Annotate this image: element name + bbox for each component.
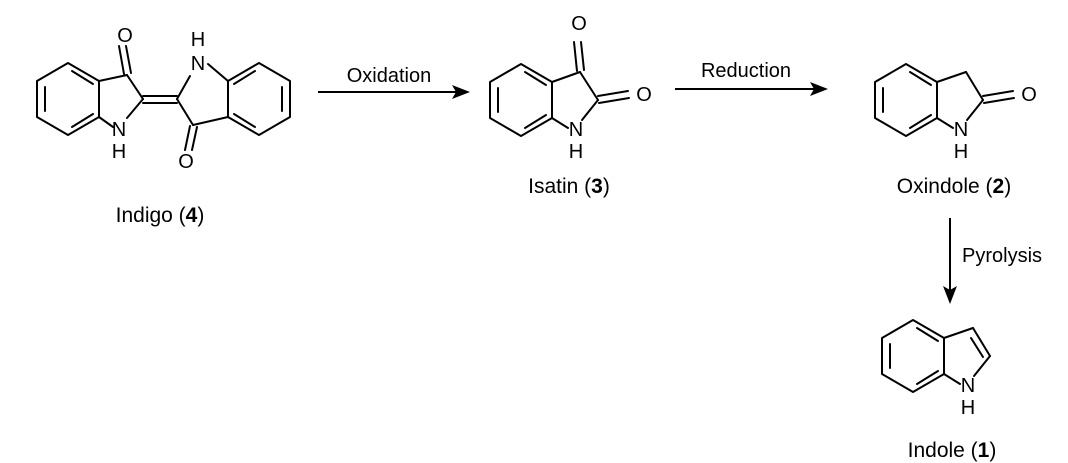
oxindole-c3a-c3-bond — [936, 71, 967, 83]
indigo-left-carbonyl-bond — [118, 45, 125, 75]
isatin-c3-carbonyl-2 — [580, 41, 585, 71]
isatin-c2-carbonyl-1 — [597, 90, 629, 97]
indigo-left-benzene — [36, 62, 100, 136]
isatin-c3-carbonyl-1 — [573, 41, 578, 72]
indole-benzene-double-3 — [916, 370, 939, 385]
oxindole-benzene-double-1 — [909, 71, 932, 86]
oxindole-carbonyl-2 — [983, 97, 1015, 104]
indole-c3-c2-double — [970, 337, 984, 358]
oxindole-carbonyl-1 — [982, 90, 1014, 97]
indigo-left-benzene-double-1 — [71, 70, 94, 85]
isatin-nitrogen: N — [569, 119, 583, 141]
indole-nitrogen: N — [961, 375, 975, 397]
indigo-right-n-c7a-bond — [207, 63, 229, 82]
indigo-right-carbonyl-bond-2 — [191, 126, 198, 151]
isatin-benzene-double-1 — [524, 71, 547, 86]
isatin-c3a-c3-bond — [551, 71, 581, 83]
indole-n-c7a-bond — [943, 373, 961, 385]
indigo-right-nitrogen: N — [191, 53, 205, 75]
indigo-right-benzene-double-1 — [233, 70, 256, 85]
indigo-right-carbonyl-bond — [184, 125, 191, 151]
indigo-left-c3-bond — [98, 74, 128, 82]
oxidation-label: Oxidation — [347, 65, 432, 87]
indigo-left-n-c7a-bond — [98, 116, 114, 128]
indole-c3-c2-bond — [972, 327, 991, 357]
indigo-right-c2-c3-bond — [176, 98, 194, 126]
indigo-left-c2-n-bond — [126, 98, 144, 119]
oxindole-hydrogen: H — [954, 141, 968, 163]
isatin-structure: O O N H — [489, 13, 652, 163]
indole-benzene — [881, 319, 945, 393]
oxidation-arrowhead — [452, 85, 470, 99]
indigo-left-oxygen: O — [117, 25, 133, 47]
indigo-left-benzene-double-3 — [71, 113, 94, 128]
isatin-n-c7a-bond — [551, 117, 569, 129]
indole-c2-n-bond — [973, 355, 991, 377]
indigo-right-c3-c3a-bond — [192, 116, 229, 126]
indole-number: 1 — [978, 439, 990, 462]
indigo-left-hydrogen: H — [112, 141, 126, 163]
isatin-c3-oxygen: O — [571, 13, 587, 35]
indigo-number: 4 — [186, 204, 198, 227]
indole-label: Indole (1) — [908, 439, 997, 462]
reduction-arrowhead — [810, 82, 828, 96]
oxindole-label: Oxindole (2) — [897, 175, 1011, 198]
oxindole-nitrogen: N — [954, 119, 968, 141]
indigo-left-carbonyl-bond-2 — [125, 45, 132, 74]
isatin-number: 3 — [591, 175, 603, 198]
indigo-left-c3-c2-bond — [126, 74, 144, 100]
indigo-label: Indigo (4) — [116, 204, 205, 227]
oxindole-oxygen: O — [1021, 84, 1037, 106]
indole-c3a-c3-bond — [943, 327, 974, 339]
indigo-right-c2-n-bond — [176, 75, 191, 100]
isatin-label: Isatin (3) — [528, 175, 610, 198]
indigo-right-oxygen: O — [178, 151, 194, 173]
oxindole-c3-c2-bond — [965, 71, 984, 101]
indigo-right-benzene — [227, 62, 291, 136]
indigo-structure: O N H O H N — [36, 25, 291, 173]
isatin-c2-n-bond — [581, 99, 599, 121]
oxindole-n-c7a-bond — [936, 117, 954, 129]
isatin-benzene-double-3 — [524, 114, 547, 129]
isatin-c2-carbonyl-2 — [598, 97, 630, 104]
isatin-c3-c2-bond — [579, 71, 599, 101]
oxindole-structure: O N H — [874, 63, 1037, 163]
reduction-label: Reduction — [701, 60, 791, 82]
indole-benzene-double-1 — [916, 327, 939, 342]
indigo-right-benzene-double-3 — [233, 113, 256, 128]
oxindole-name: Oxindole — [897, 175, 980, 198]
indigo-left-nitrogen: N — [112, 119, 126, 141]
indigo-right-hydrogen: H — [191, 29, 205, 51]
isatin-c2-oxygen: O — [636, 84, 652, 106]
indole-hydrogen: H — [961, 397, 975, 419]
oxindole-number: 2 — [993, 175, 1005, 198]
indigo-name: Indigo — [116, 204, 173, 227]
indole-structure: N H — [881, 319, 991, 419]
pyrolysis-arrowhead — [943, 286, 957, 304]
oxindole-c2-n-bond — [966, 99, 984, 121]
oxindole-benzene-double-3 — [909, 114, 932, 129]
isatin-name: Isatin — [528, 175, 578, 198]
pyrolysis-label: Pyrolysis — [962, 245, 1042, 267]
indole-name: Indole — [908, 439, 965, 462]
isatin-hydrogen: H — [569, 141, 583, 163]
oxindole-benzene — [874, 63, 938, 137]
isatin-benzene — [489, 63, 553, 137]
